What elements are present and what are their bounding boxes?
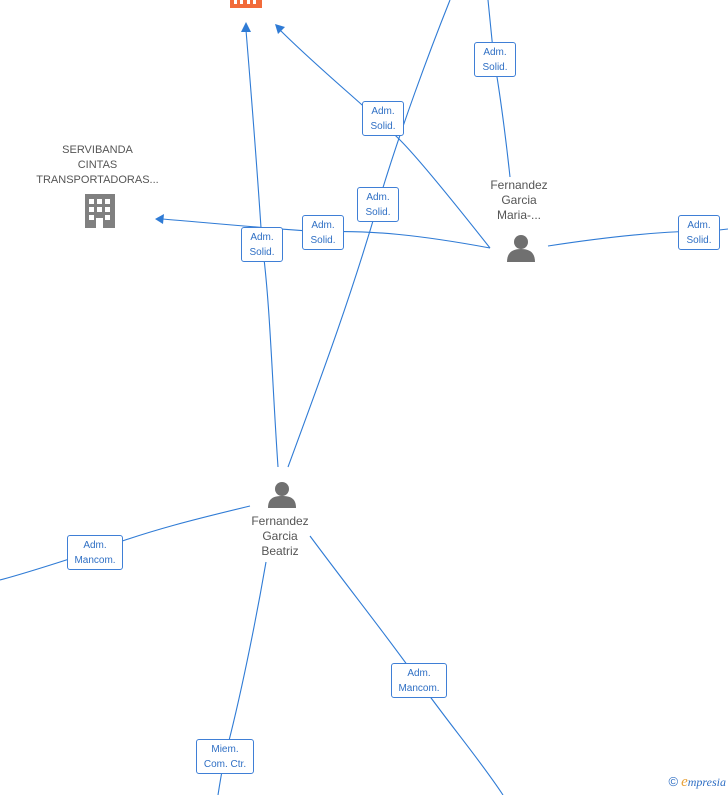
edge-label[interactable]: Adm. Solid.	[474, 42, 516, 77]
edge-label[interactable]: Adm. Solid.	[362, 101, 404, 136]
node-label-line: SERVIBANDA	[62, 144, 133, 156]
edge-label-line: Adm.	[371, 106, 395, 117]
arrowhead-servibanda	[155, 214, 164, 224]
edge-label-line: Adm.	[366, 192, 390, 203]
edge-label-line: Solid.	[310, 235, 336, 246]
edge-label-line: Adm.	[407, 668, 431, 679]
node-label-line: Fernandez	[251, 514, 309, 528]
edge-label-line: Adm.	[83, 540, 107, 551]
edge-label-line: Solid.	[482, 62, 508, 73]
edge-label-line: Adm.	[250, 232, 274, 243]
brand-rest: mpresia	[687, 775, 726, 789]
edge-label-line: Solid.	[249, 247, 275, 258]
edge-maria-up	[487, 0, 511, 178]
edge-label-line: Solid.	[370, 121, 396, 132]
edge-beatriz-left	[0, 505, 251, 581]
edge-label[interactable]: Adm. Solid.	[357, 187, 399, 222]
node-label-maria[interactable]: Fernandez Garcia Maria-...	[474, 178, 564, 223]
edge-label[interactable]: Adm. Mancom.	[391, 663, 447, 698]
empresia-logo: ©empresia	[669, 774, 727, 791]
node-label-beatriz[interactable]: Fernandez Garcia Beatriz	[235, 514, 325, 559]
edge-label-line: Adm.	[687, 220, 711, 231]
edge-label-line: Adm.	[483, 47, 507, 58]
arrowhead-top-company-2	[275, 24, 285, 34]
edge-label-line: Miem.	[211, 744, 239, 755]
node-label-line: Beatriz	[261, 544, 299, 558]
edge-label[interactable]: Adm. Solid.	[678, 215, 720, 250]
edge-label[interactable]: Adm. Solid.	[302, 215, 344, 250]
node-label-line: CINTAS	[77, 159, 118, 171]
edge-label-line: Com. Ctr.	[203, 759, 247, 770]
edge-beatriz-down-left	[217, 561, 267, 795]
edge-label-line: Mancom.	[74, 555, 116, 566]
arrowhead-top-company-1	[241, 22, 251, 32]
edge-maria-to-top-company	[279, 29, 491, 249]
edge-label-line: Mancom.	[398, 683, 440, 694]
node-label-line: Garcia	[262, 529, 298, 543]
node-label-servibanda[interactable]: SERVIBANDA CINTAS TRANSPORTADORAS...	[30, 143, 165, 188]
node-label-line: TRANSPORTADORAS...	[36, 174, 159, 186]
person-icon-beatriz[interactable]	[268, 482, 296, 508]
node-label-line: Garcia	[501, 193, 537, 207]
brand-first-letter: e	[681, 774, 688, 790]
node-label-line: Maria-...	[496, 208, 541, 222]
edge-label-line: Solid.	[365, 207, 391, 218]
copyright-icon: ©	[668, 774, 679, 789]
node-label-line: Fernandez	[490, 178, 548, 192]
edge-label[interactable]: Adm. Solid.	[241, 227, 283, 262]
building-icon[interactable]	[85, 194, 115, 228]
edge-label-line: Solid.	[686, 235, 712, 246]
edge-label[interactable]: Miem. Com. Ctr.	[196, 739, 254, 774]
edge-label-line: Adm.	[311, 220, 335, 231]
building-icon-highlighted[interactable]	[230, 0, 262, 8]
edge-label[interactable]: Adm. Mancom.	[67, 535, 123, 570]
person-icon-maria[interactable]	[507, 235, 535, 262]
